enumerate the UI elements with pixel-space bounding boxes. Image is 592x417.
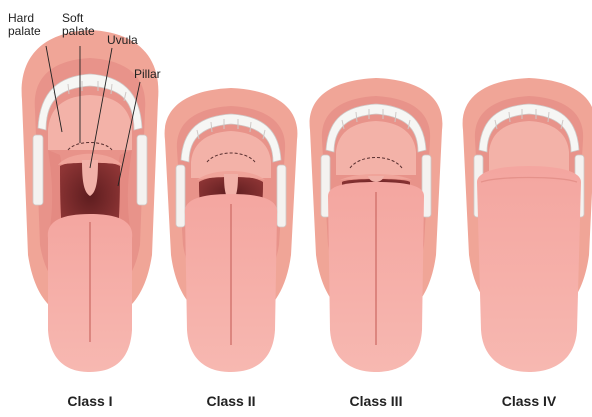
label-pillar: Pillar bbox=[134, 68, 161, 81]
label-uvula: Uvula bbox=[107, 34, 138, 47]
mouth-class-2 bbox=[165, 88, 298, 372]
class-label-3: Class III bbox=[350, 393, 403, 409]
mouth-class-3 bbox=[310, 78, 443, 372]
label-hard-palate: Hard palate bbox=[8, 12, 41, 38]
label-soft-palate: Soft palate bbox=[62, 12, 95, 38]
class-label-4: Class IV bbox=[502, 393, 556, 409]
mouth-class-1 bbox=[22, 30, 159, 372]
tongue bbox=[477, 166, 581, 372]
mouth-class-4 bbox=[463, 78, 592, 372]
class-label-2: Class II bbox=[206, 393, 255, 409]
class-label-1: Class I bbox=[67, 393, 112, 409]
